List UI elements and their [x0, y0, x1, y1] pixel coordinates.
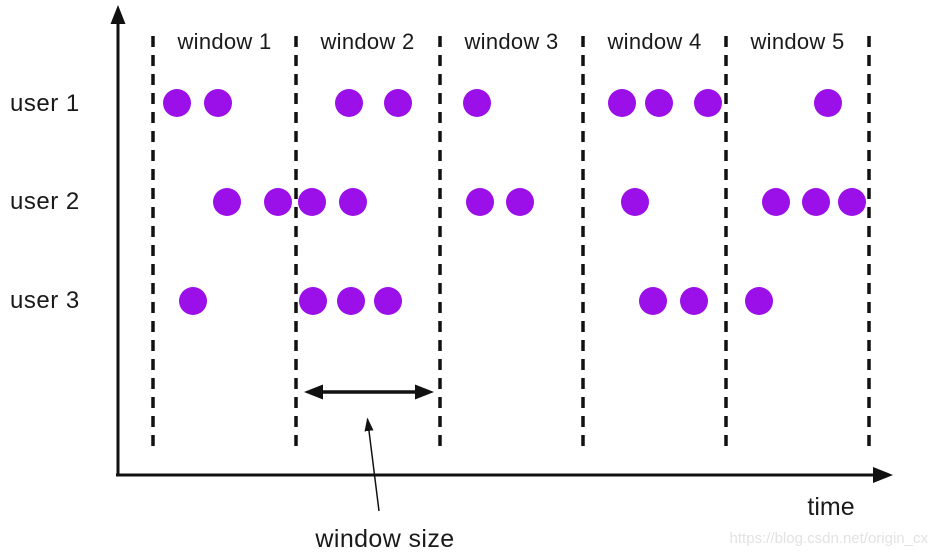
event-dot-user-1 [384, 89, 412, 117]
window-3-label: window 3 [464, 29, 559, 54]
event-dot-user-2 [506, 188, 534, 216]
event-dot-user-1 [463, 89, 491, 117]
window-size-label: window size [315, 525, 455, 553]
event-dot-user-1 [204, 89, 232, 117]
event-dot-user-1 [608, 89, 636, 117]
event-dot-user-3 [639, 287, 667, 315]
time-axis-arrowhead-icon [873, 467, 893, 483]
event-dot-user-3 [745, 287, 773, 315]
event-dot-user-2 [213, 188, 241, 216]
event-dot-user-2 [298, 188, 326, 216]
event-dot-user-2 [466, 188, 494, 216]
event-dot-user-1 [645, 89, 673, 117]
user-3-label: user 3 [10, 287, 80, 314]
window-size-annotation-arrow [364, 417, 380, 512]
event-dot-user-2 [621, 188, 649, 216]
event-dot-user-2 [802, 188, 830, 216]
window-4-label: window 4 [607, 29, 702, 54]
window-size-arrowhead-left-icon [304, 384, 323, 400]
event-dot-user-1 [335, 89, 363, 117]
event-dot-user-3 [374, 287, 402, 315]
user-2-label: user 2 [10, 188, 80, 215]
event-dot-user-3 [299, 287, 327, 315]
event-dot-user-2 [762, 188, 790, 216]
y-axis-arrowhead-icon [110, 5, 126, 24]
event-dot-user-3 [337, 287, 365, 315]
time-axis-label: time [807, 493, 855, 521]
event-dot-user-3 [179, 287, 207, 315]
watermark-text: https://blog.csdn.net/origin_cx [729, 530, 928, 547]
event-dot-user-2 [264, 188, 292, 216]
window-5-label: window 5 [750, 29, 845, 54]
event-dot-user-3 [680, 287, 708, 315]
window-2-label: window 2 [320, 29, 415, 54]
event-dot-user-1 [814, 89, 842, 117]
window-1-label: window 1 [177, 29, 272, 54]
event-dot-user-2 [339, 188, 367, 216]
window-size-arrowhead-right-icon [415, 384, 434, 400]
event-dot-user-1 [694, 89, 722, 117]
event-dot-user-2 [838, 188, 866, 216]
user-1-label: user 1 [10, 90, 80, 117]
event-dot-user-1 [163, 89, 191, 117]
